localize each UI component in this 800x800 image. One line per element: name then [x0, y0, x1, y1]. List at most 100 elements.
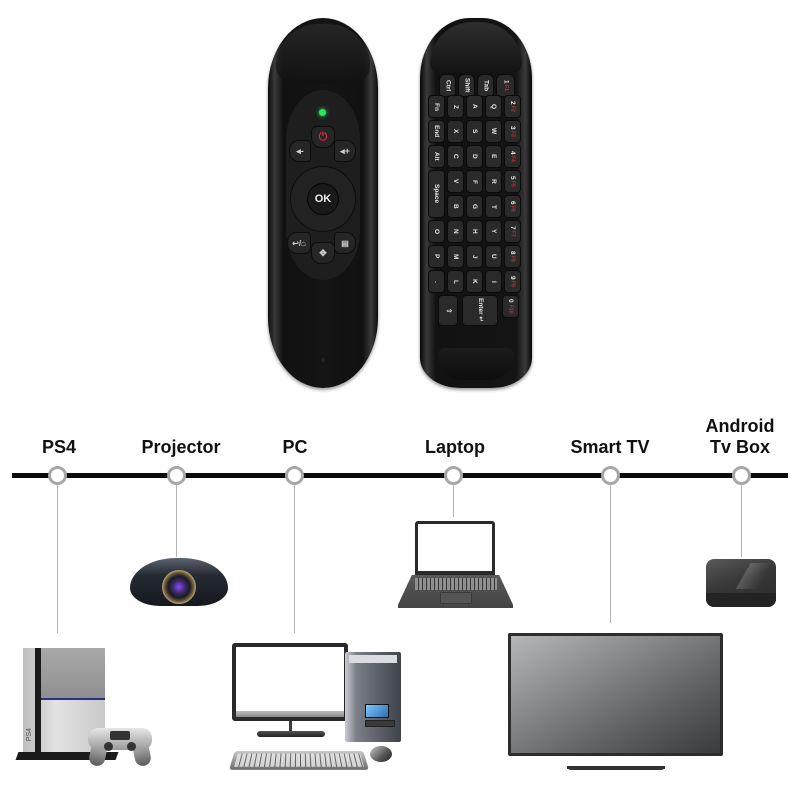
remote-top-gloss: [276, 24, 370, 84]
key-fn-label: F10: [507, 305, 514, 314]
key-fn-label: F8: [509, 256, 516, 263]
key-label: 7: [509, 225, 516, 230]
key-label: H: [471, 229, 478, 234]
key-label: S: [471, 129, 478, 134]
key-q[interactable]: Q: [485, 95, 502, 118]
controller-touchpad: [110, 731, 130, 740]
key-x[interactable]: X: [447, 120, 464, 143]
stem-laptop: [453, 485, 454, 517]
key-alt[interactable]: Alt: [428, 145, 445, 168]
key-shift[interactable]: Shift: [458, 74, 476, 97]
key-label: End: [433, 125, 440, 138]
key-f[interactable]: F: [466, 170, 483, 193]
key-c[interactable]: C: [447, 145, 464, 168]
key-j[interactable]: J: [466, 245, 483, 268]
key-l[interactable]: L: [447, 270, 464, 293]
ps4-light-bar: [41, 698, 105, 700]
key-e[interactable]: E: [485, 145, 502, 168]
mouse-toggle-button[interactable]: ✥: [311, 242, 335, 264]
key-label: I: [490, 280, 497, 283]
ok-button[interactable]: OK: [307, 183, 339, 215]
key-a[interactable]: A: [466, 95, 483, 118]
key-label: ⇧: [444, 307, 452, 313]
key-h[interactable]: H: [466, 220, 483, 243]
key-fn-label: F7: [509, 231, 516, 238]
key-u[interactable]: U: [485, 245, 502, 268]
key-label: N: [452, 229, 459, 234]
key-fn-label: F6: [509, 206, 516, 213]
key-label: 2: [509, 100, 516, 105]
key-o[interactable]: O: [428, 220, 445, 243]
menu-button[interactable]: ▤: [334, 232, 356, 254]
key-label: A: [471, 104, 478, 109]
key-label: P: [433, 254, 440, 259]
key-v[interactable]: V: [447, 170, 464, 193]
label-projector: Projector: [141, 437, 221, 457]
home-back-button[interactable]: ↩/⌂: [287, 232, 311, 254]
key-label: C: [452, 154, 459, 159]
key-s[interactable]: S: [466, 120, 483, 143]
key-k[interactable]: K: [466, 270, 483, 293]
key-space[interactable]: Space: [428, 170, 445, 218]
pc-keyboard-image: [229, 750, 369, 770]
key-i[interactable]: I: [485, 270, 502, 293]
stem-pc: [294, 485, 295, 633]
tv-stand-base: [567, 766, 665, 769]
key-enter[interactable]: Enter ↵: [462, 295, 499, 326]
key-tab[interactable]: Tab: [477, 74, 495, 97]
key-m[interactable]: M: [447, 245, 464, 268]
key-end[interactable]: End: [428, 120, 445, 143]
key-[interactable]: .: [428, 270, 445, 293]
tower-bay: [365, 720, 395, 727]
key-ctrl[interactable]: Ctrl: [439, 74, 457, 97]
key-[interactable]: ⇧: [437, 295, 459, 326]
key-t[interactable]: T: [485, 195, 502, 218]
key-y[interactable]: Y: [485, 220, 502, 243]
key-label: Tab: [482, 79, 490, 92]
key-z[interactable]: Z: [447, 95, 464, 118]
key-p[interactable]: P: [428, 245, 445, 268]
label-android-tv-box-line1: Android: [705, 416, 775, 436]
ps4-logo: PS4: [26, 728, 33, 742]
status-led-icon: [319, 109, 326, 116]
key-fn-label: F2: [509, 106, 516, 113]
key-g[interactable]: G: [466, 195, 483, 218]
key-w[interactable]: W: [485, 120, 502, 143]
key-label: B: [452, 204, 459, 209]
key-label: 6: [509, 200, 516, 205]
key-fn[interactable]: Fn: [428, 95, 445, 118]
key-label: Enter ↵: [477, 298, 485, 323]
key-label: Shift: [463, 78, 471, 93]
key-d[interactable]: D: [466, 145, 483, 168]
key-b[interactable]: B: [447, 195, 464, 218]
key-label: Z: [452, 104, 459, 109]
key-label: .: [433, 280, 440, 283]
label-pc: PC: [282, 437, 308, 457]
volume-up-button[interactable]: ◂+: [334, 140, 356, 162]
tower-drive-bay: [349, 655, 397, 663]
label-ps4: PS4: [41, 437, 77, 457]
key-label: Space: [433, 184, 440, 204]
timeline-node-pc: [285, 466, 304, 485]
key-label: 5: [509, 175, 516, 180]
key-fn-label: F9: [509, 281, 516, 288]
key-n[interactable]: N: [447, 220, 464, 243]
key-label: 8: [509, 250, 516, 255]
key-r[interactable]: R: [485, 170, 502, 193]
power-button[interactable]: ⏻: [311, 126, 335, 148]
volume-down-button[interactable]: ◂-: [289, 140, 311, 162]
keyboard-keys: [234, 753, 364, 767]
key-label: 3: [509, 125, 516, 130]
